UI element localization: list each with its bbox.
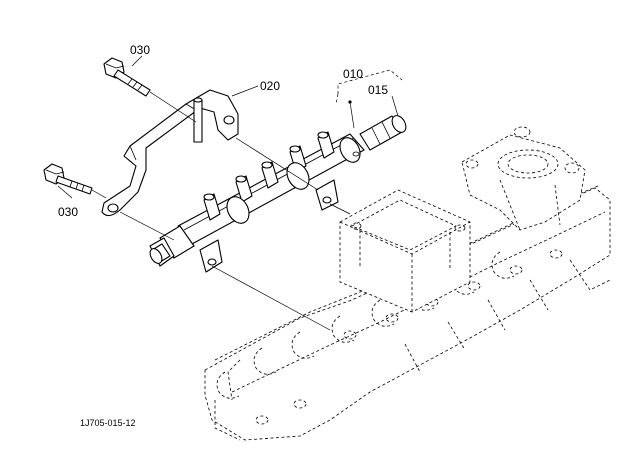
drawing-code: 1J705-015-12 [80, 418, 136, 428]
outlet-elbow-outline [461, 126, 586, 231]
callout-020: 020 [260, 79, 280, 93]
callout-030-top: 030 [130, 43, 150, 57]
rail-bracket-020 [101, 89, 239, 217]
callout-leaders [57, 55, 403, 199]
bolt-030-bottom [43, 163, 93, 195]
callout-015: 015 [368, 83, 388, 97]
intake-box-outline [339, 189, 471, 313]
callout-030-bottom: 030 [58, 205, 78, 219]
bolt-030-top [103, 57, 151, 97]
callout-010: 010 [343, 67, 363, 81]
common-rail-010 [149, 115, 407, 273]
assembly-lines [91, 91, 351, 331]
